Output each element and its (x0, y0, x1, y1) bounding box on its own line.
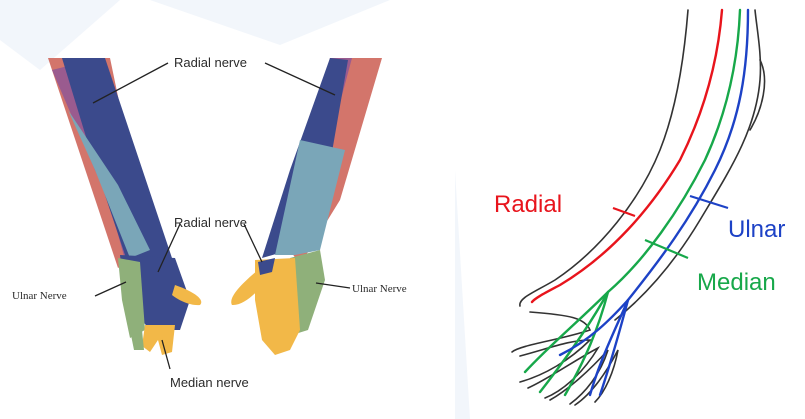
radial-nerve-path (532, 10, 722, 302)
label-ulnar: Ulnar (728, 218, 785, 242)
left-fingers-median (142, 325, 175, 355)
arm-outline-top (520, 10, 688, 306)
label-median-nerve: Median nerve (170, 376, 249, 389)
finger-2 (520, 340, 590, 382)
label-radial: Radial (494, 193, 562, 217)
left-arm (48, 58, 201, 355)
label-radial-nerve-top: Radial nerve (174, 56, 247, 69)
label-radial-nerve-mid: Radial nerve (174, 216, 247, 229)
label-ulnar-nerve-left: Ulnar Nerve (12, 291, 67, 302)
right-arm (231, 58, 382, 355)
finger-3 (528, 348, 598, 398)
label-ulnar-nerve-right: Ulnar Nerve (352, 284, 407, 295)
label-median: Median (697, 271, 776, 295)
ulnar-nerve-path (590, 10, 748, 395)
